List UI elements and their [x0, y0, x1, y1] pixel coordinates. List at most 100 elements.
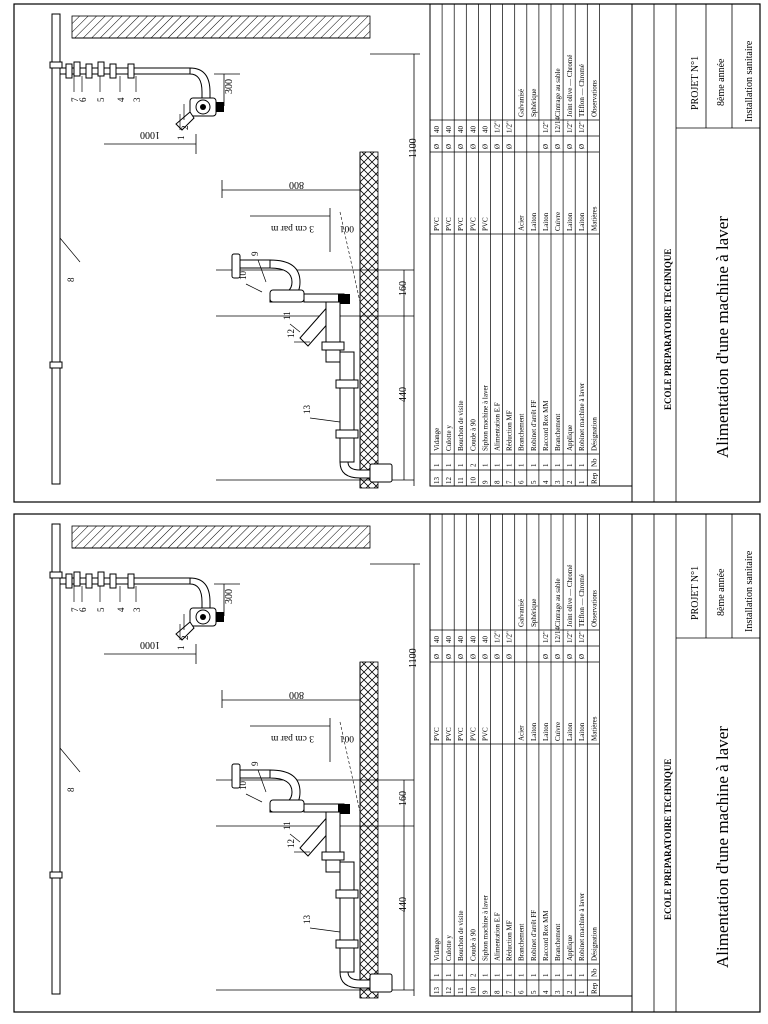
bom-header-nb: Nb — [590, 458, 598, 467]
bom-size: 1/2" — [494, 631, 502, 643]
bom-nb: 1 — [542, 973, 550, 977]
drain-horizontal — [239, 259, 271, 269]
leader-12: 12 — [286, 329, 296, 338]
valve-handle-center — [200, 104, 206, 110]
bom-designation: Culotte y — [445, 425, 453, 451]
bom-dim: Ø — [481, 654, 489, 659]
bom-material: PVC — [469, 727, 477, 741]
bom-nb: 1 — [433, 973, 441, 977]
bom-nb: 1 — [494, 973, 502, 977]
drain-horizontal — [239, 769, 271, 779]
bom-material: PVC — [445, 217, 453, 231]
bom-dim: Ø — [433, 144, 441, 149]
bom-header-observations: Observations — [590, 590, 598, 627]
bom-size: 40 — [457, 636, 465, 644]
leader-8: 8 — [66, 787, 76, 792]
branch-fitting — [127, 63, 135, 79]
pipe-coupling — [49, 571, 63, 579]
bom-rep: 10 — [469, 477, 477, 485]
bom-material: Laiton — [542, 212, 550, 231]
bom-material: PVC — [445, 727, 453, 741]
project-name: PROJET N°1 — [690, 56, 701, 110]
sheet-outer-border — [13, 3, 761, 503]
wall-hatch — [71, 525, 371, 549]
bom-header-designation: Désignation — [590, 927, 598, 961]
leader-9: 9 — [250, 251, 260, 256]
bom-material: Laiton — [530, 212, 538, 231]
bom-designation: Raccord Rex MM — [542, 910, 550, 961]
bom-designation: Branchement — [518, 924, 526, 961]
leader-line — [257, 769, 267, 793]
bom-designation: Applique — [566, 425, 574, 451]
bom-rep: 8 — [494, 480, 502, 484]
bom-designation: Réduction MF — [506, 410, 514, 451]
bom-material: PVC — [433, 727, 441, 741]
leader-12: 12 — [286, 839, 296, 848]
bom-dim: Ø — [494, 654, 502, 659]
bom-dim: Ø — [494, 144, 502, 149]
leader-3: 3 — [132, 97, 142, 102]
leader-1: 1 — [176, 136, 186, 141]
leader-4: 4 — [116, 97, 126, 102]
bom-material: Laiton — [530, 722, 538, 741]
drain-pipe-13 — [339, 351, 355, 463]
slope-label: 3 cm par m — [270, 733, 314, 743]
leader-13: 13 — [302, 915, 312, 925]
bom-size: 40 — [457, 126, 465, 134]
drawing-title: Alimentation d'une machine à laver — [713, 726, 732, 968]
bom-nb: 1 — [578, 463, 586, 467]
pipe-coupling — [49, 361, 63, 369]
bom-rep: 7 — [506, 480, 514, 484]
slope-label: 3 cm par m — [270, 223, 314, 233]
bom-size: 12/14 — [554, 627, 562, 643]
bom-rep: 8 — [494, 990, 502, 994]
bom-nb: 1 — [494, 463, 502, 467]
bom-designation: Coude à 90 — [469, 929, 477, 961]
drain-collar-2 — [335, 889, 359, 899]
dim-300-label: 300 — [224, 589, 235, 604]
bom-size: 40 — [469, 636, 477, 644]
bom-dim: Ø — [542, 144, 550, 149]
drain-vertical — [325, 301, 341, 363]
title-block-frame — [631, 513, 761, 1013]
bom-material: PVC — [457, 727, 465, 741]
branch-fitting — [97, 61, 105, 77]
dim-300-label: 300 — [224, 79, 235, 94]
bom-rep: 3 — [554, 480, 562, 484]
project-level: 8ème année — [716, 568, 727, 616]
bom-header-material: Matières — [590, 716, 598, 741]
bom-header-observations: Observations — [590, 80, 598, 117]
bom-material: Cuivre — [554, 212, 562, 231]
bom-dim: Ø — [457, 144, 465, 149]
bom-observations: Joint olive — Chromé — [566, 55, 574, 117]
bom-material: PVC — [481, 217, 489, 231]
bom-rep: 5 — [530, 480, 538, 484]
dim-001-label: 001 — [340, 733, 355, 743]
bom-rep: 12 — [445, 477, 453, 485]
bom-dim: Ø — [554, 144, 562, 149]
dim-001-label: 001 — [340, 223, 355, 233]
bom-designation: Raccord Rex MM — [542, 400, 550, 451]
leader-6: 6 — [78, 97, 88, 102]
bom-dim: Ø — [506, 144, 514, 149]
valve-nut — [216, 102, 224, 112]
bom-dim: Ø — [542, 654, 550, 659]
bom-material: Laiton — [542, 722, 550, 741]
drain-vertical — [325, 811, 341, 873]
bom-rep: 2 — [566, 480, 574, 484]
bom-size: 40 — [481, 636, 489, 644]
valve-handle-center — [200, 614, 206, 620]
dim-160-label: 160 — [398, 791, 409, 806]
bom-size: 12/14 — [554, 117, 562, 133]
leader-10: 10 — [238, 271, 248, 281]
drain-collar-2 — [335, 379, 359, 389]
bom-designation: Applique — [566, 935, 574, 961]
tap-spout — [175, 621, 195, 641]
bom-rep: 6 — [518, 990, 526, 994]
dim-440-label: 440 — [398, 897, 409, 912]
